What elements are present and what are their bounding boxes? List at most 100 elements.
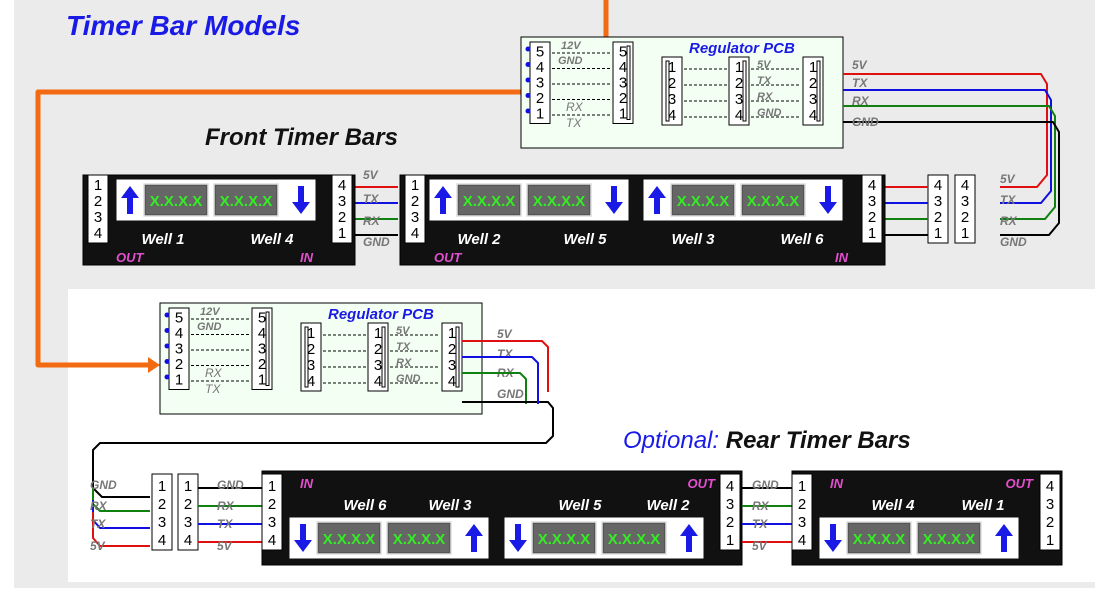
rear-bar1-unit-a-display-a-digits: X.X.X.X xyxy=(323,531,376,548)
front-bar1-unit-up-arrow xyxy=(121,186,139,214)
top-regulator-input-dot-4 xyxy=(525,62,531,67)
top-regulator-mid-left-header-pin-1: 1 xyxy=(668,59,676,76)
bottom-regulator-input-dot-3 xyxy=(164,343,170,349)
rear-bar2-out-connector-body xyxy=(1039,473,1061,551)
rear-bar2-out-connector-pin-4: 4 xyxy=(1046,478,1054,495)
front-bar2-unit-a-display-b-screen xyxy=(529,186,589,214)
front-bar2-unit-b-down-arrow xyxy=(819,186,837,214)
rear-bar1-well-2: Well 2 xyxy=(646,497,690,514)
front-right-connector-b-body xyxy=(954,174,976,244)
bottom-regulator-input-header-pin-5: 5 xyxy=(258,310,266,327)
front-bar2-in-connector-b-pin-3: 3 xyxy=(868,193,876,210)
top-regulator-tx-label: TX xyxy=(566,116,582,130)
top-regulator-out-label-RX: RX xyxy=(757,91,773,103)
front-right-connector-a-pin-1: 1 xyxy=(934,225,942,242)
bottom-regulator-out-header-bracket xyxy=(455,326,460,388)
bottom-wire-tx-down xyxy=(92,500,150,529)
rear-bar2-unit-display-a-digits: X.X.X.X xyxy=(853,531,906,548)
top-regulator-input-header-pin-2: 2 xyxy=(619,90,627,107)
bottom-regulator-input-header-pin-3: 3 xyxy=(258,341,266,358)
front-bar1-out-connector-body xyxy=(87,174,109,244)
rear-right-label-5v: 5V xyxy=(752,539,768,553)
bottom-regulator-out-label-TX: TX xyxy=(396,341,411,353)
rear-mid-label-rx: RX xyxy=(217,499,235,513)
front-bar2-out-connector-body xyxy=(404,174,426,244)
bottom-regulator-mid-left-header-pin-1: 1 xyxy=(307,325,315,342)
bottom-regulator-input-connector-pin-5: 5 xyxy=(175,310,183,327)
front-bar2-well-3: Well 3 xyxy=(671,231,715,248)
top-regulator-mid-left-header-pin-3: 3 xyxy=(668,91,676,108)
rear-bar1-in-connector-body xyxy=(261,473,283,551)
bottom-wire-label-gnd: GND xyxy=(497,387,524,401)
rear-left-connector-b-pin-3: 3 xyxy=(184,514,192,531)
rear-bar2-well-4: Well 4 xyxy=(871,497,915,514)
front-right-connector-a-body xyxy=(927,174,949,244)
rear-left-connector-b-pin-2: 2 xyxy=(184,496,192,513)
rear-right-label-tx: TX xyxy=(752,517,768,531)
bottom-regulator-mid-left-header-bracket xyxy=(304,326,309,388)
rear-bar1-well-5: Well 5 xyxy=(558,497,602,514)
front-mid-label-rx: RX xyxy=(363,214,381,228)
top-regulator-input-dot-3 xyxy=(525,77,531,83)
top-regulator-rx-label: RX xyxy=(566,100,584,114)
rear-bar1-unit-b-display-a-digits: X.X.X.X xyxy=(538,531,591,548)
front-bar2-in-label: IN xyxy=(835,250,849,265)
bottom-wire-5v-down xyxy=(92,512,150,547)
rear-bar2-unit-display-b-digits: X.X.X.X xyxy=(923,531,976,548)
rear-bar1-out-label: OUT xyxy=(688,476,717,491)
front-bar1-unit-display-b-screen xyxy=(216,186,276,214)
rear-right-label-rx: RX xyxy=(752,499,770,513)
rear-mid-label-gnd: GND xyxy=(217,478,244,492)
top-wire-5v xyxy=(843,73,1048,188)
rear-bar1-in-connector-pin-4: 4 xyxy=(268,532,276,549)
top-regulator-mid-right-header-bracket xyxy=(742,60,747,122)
bottom-regulator-mid-right-header-bracket xyxy=(381,326,386,388)
rear-bar1-in-connector-pin-2: 2 xyxy=(268,496,276,513)
front-bar2-unit-b-display-a-digits: X.X.X.X xyxy=(677,193,730,210)
front-bar1-in-connector-pin-2: 2 xyxy=(338,209,346,226)
bottom-regulator-input-header-pin-2: 2 xyxy=(258,356,266,373)
top-wire-tx xyxy=(843,89,1052,204)
front-mid-label-gnd: GND xyxy=(363,235,390,249)
front-bar2-out-connector-pin-2: 2 xyxy=(411,193,419,210)
front-right-label-gnd: GND xyxy=(1000,235,1027,249)
rear-bar1-unit-a-display-b-screen xyxy=(389,524,449,552)
front-mid-label-5v: 5V xyxy=(363,168,379,182)
top-wire-label-tx: TX xyxy=(852,76,868,90)
top-wire-label-gnd: GND xyxy=(852,115,879,129)
rear-left-label-rx: RX xyxy=(90,499,108,513)
front-right-connector-b-pin-1: 1 xyxy=(961,225,969,242)
top-regulator-mid-right-header-pin-3: 3 xyxy=(735,91,743,108)
top-regulator-input-dot-1 xyxy=(525,108,531,114)
front-bar1-in-connector-pin-3: 3 xyxy=(338,193,346,210)
rear-bar1-unit-a-display-b-digits: X.X.X.X xyxy=(393,531,446,548)
rear-left-connector-b-pin-4: 4 xyxy=(184,532,192,549)
top-regulator-out-header-pin-2: 2 xyxy=(809,75,817,92)
orange-supply-arrowhead xyxy=(148,357,160,373)
bottom-regulator-mid-left-header-pin-3: 3 xyxy=(307,357,315,374)
top-regulator-out-label-TX: TX xyxy=(757,75,772,87)
rear-bar1-out-connector-pin-3: 3 xyxy=(726,496,734,513)
top-regulator-input-connector-pin-3: 3 xyxy=(536,75,544,92)
front-bar2-out-connector-pin-3: 3 xyxy=(411,209,419,226)
rear-bar1-in-label: IN xyxy=(300,476,314,491)
front-bar1-out-connector-pin-4: 4 xyxy=(94,225,102,242)
rear-bar1-unit-b-display-b-screen xyxy=(604,524,664,552)
bottom-regulator-input-connector-body xyxy=(168,307,190,390)
rear-bar1-unit-a-down-arrow xyxy=(294,524,312,552)
top-regulator-input-connector-pin-1: 1 xyxy=(536,106,544,123)
bottom-regulator-out-header-pin-3: 3 xyxy=(448,357,456,374)
bottom-wire-label-5v: 5V xyxy=(497,327,513,341)
rear-left-connector-b-pin-1: 1 xyxy=(184,478,192,495)
rear-bar2-unit-up-arrow xyxy=(995,524,1013,552)
bottom-wire-gnd xyxy=(92,401,554,498)
front-bar2-out-connector-pin-4: 4 xyxy=(411,225,419,242)
top-regulator-mid-left-header-pin-2: 2 xyxy=(668,75,676,92)
bottom-regulator-tx-label: TX xyxy=(205,382,221,396)
bottom-regulator-input-header-pin-4: 4 xyxy=(258,325,266,342)
top-regulator-input-connector-pin-4: 4 xyxy=(536,59,544,76)
rear-bar2-unit-down-arrow xyxy=(824,524,842,552)
bottom-regulator-title: Regulator PCB xyxy=(328,306,434,323)
top-regulator-mid-right-header-pin-2: 2 xyxy=(735,75,743,92)
rear-left-connector-a-pin-1: 1 xyxy=(158,478,166,495)
